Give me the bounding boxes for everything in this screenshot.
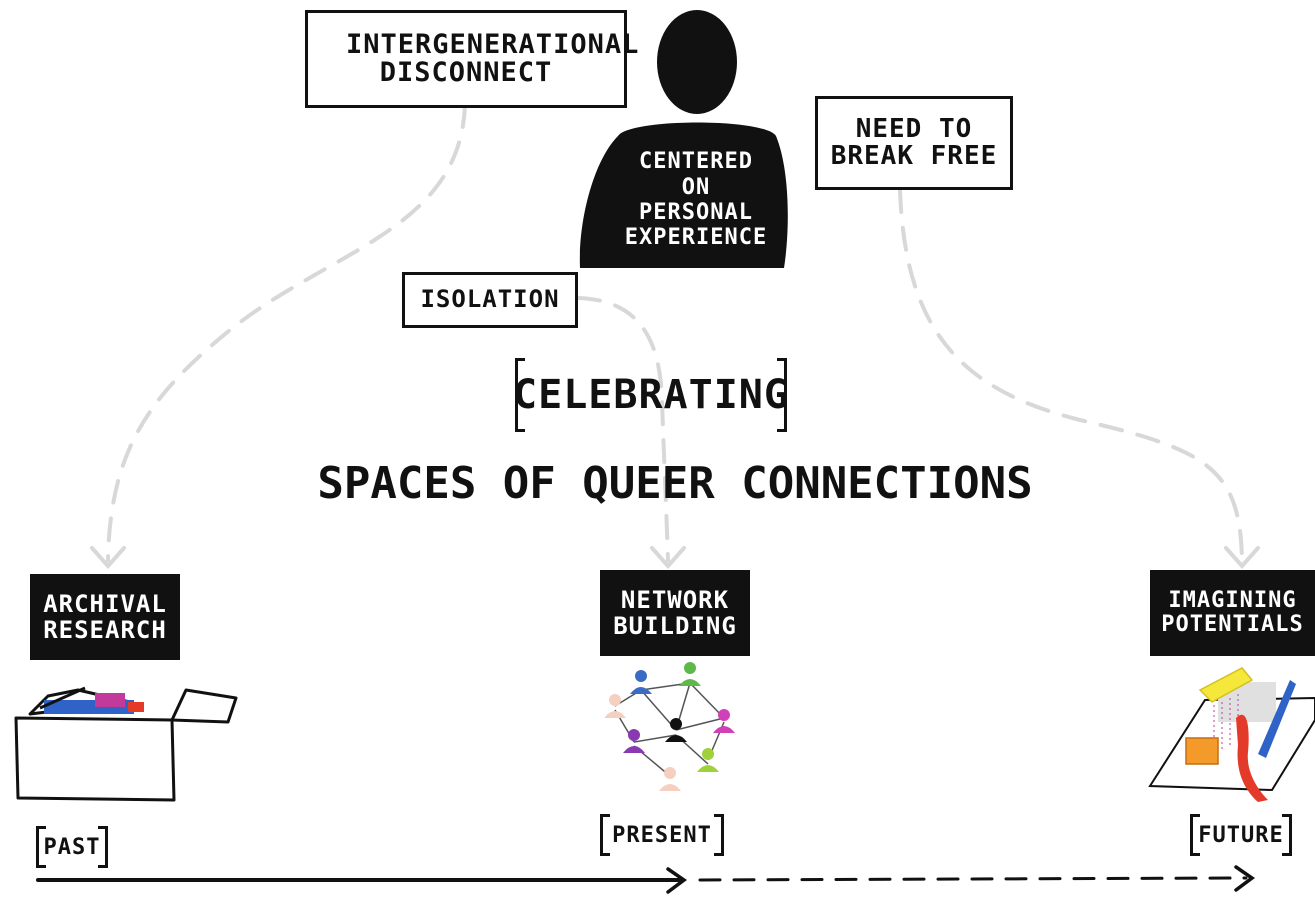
bracket-left — [1190, 814, 1200, 856]
stage-network-box: Network building — [600, 570, 750, 656]
issue-breakfree-box: Need to break free — [815, 96, 1013, 190]
bracket-right — [98, 826, 108, 868]
issue-isolation-box: Isolation — [402, 272, 578, 328]
stage-archival-label: Archival research — [43, 589, 167, 644]
path-arrowheads — [90, 546, 1260, 570]
bracket-right — [714, 814, 724, 856]
bracket-left — [515, 358, 525, 432]
timeline-future-label: Future — [1198, 822, 1284, 848]
bracket-left — [36, 826, 46, 868]
network-node — [659, 767, 681, 791]
network-node — [679, 662, 701, 686]
network-node — [604, 694, 626, 718]
stage-imagining-box: Imagining potentials — [1150, 570, 1315, 656]
timeline-past-label: Past — [43, 834, 101, 860]
person-silhouette — [579, 10, 788, 268]
person-label-text: Centered on personal experience — [624, 149, 768, 251]
archive-box-illustration — [14, 686, 238, 802]
path-breakfree-to-imagining — [898, 188, 1244, 562]
timeline-past: Past — [36, 826, 108, 868]
heading-main-text: Spaces of queer connections — [317, 457, 1033, 509]
heading-main: Spaces of queer connections — [240, 448, 1110, 518]
imagining-illustration — [1148, 667, 1315, 802]
issue-intergenerational-box: Intergenerational disconnect — [305, 10, 640, 108]
stage-network-label: Network building — [613, 585, 737, 640]
timeline-present: Present — [600, 814, 724, 856]
timeline-present-label: Present — [612, 822, 712, 848]
stage-imagining-label: Imagining potentials — [1161, 587, 1304, 637]
person-label: Centered on personal experience — [610, 138, 782, 262]
bracket-left — [600, 814, 610, 856]
network-node — [697, 748, 719, 772]
bracket-right — [1282, 814, 1292, 856]
timeline-future: Future — [1190, 814, 1292, 856]
bracket-right — [777, 358, 787, 432]
path-intergenerational-to-archival — [106, 103, 467, 562]
heading-bracketed: Celebrating — [513, 358, 789, 432]
issue-breakfree-label: Need to break free — [830, 113, 998, 171]
network-node — [623, 729, 645, 753]
timeline — [36, 865, 1255, 894]
path-isolation-to-network — [576, 296, 670, 562]
network-illustration — [604, 662, 735, 791]
stage-archival-box: Archival research — [30, 574, 180, 660]
heading-bracketed-text: Celebrating — [513, 372, 789, 418]
network-node — [630, 670, 652, 694]
issue-isolation-label: Isolation — [420, 285, 560, 314]
network-node — [713, 709, 735, 733]
network-node — [665, 718, 687, 742]
issue-intergenerational-label: Intergenerational disconnect — [346, 28, 640, 88]
